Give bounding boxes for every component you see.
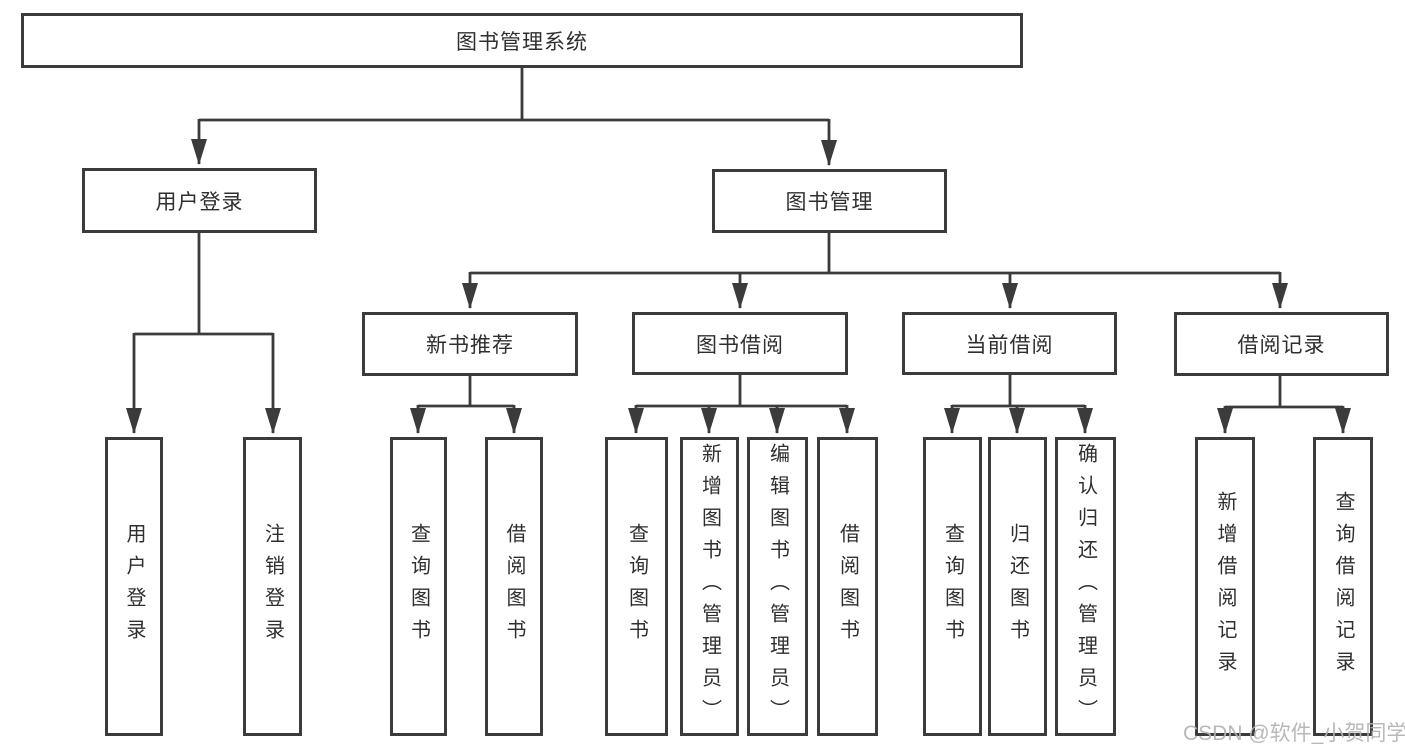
node-label: 借阅记录 <box>1237 334 1326 357</box>
leaf-label: 新增图书（管理员） <box>698 442 721 731</box>
leaf-query-books-borrow: 查询图书 <box>605 437 668 736</box>
node-borrow-record: 借阅记录 <box>1174 312 1389 376</box>
leaf-logout: 注销登录 <box>243 437 302 736</box>
node-root-library-system: 图书管理系统 <box>21 13 1023 68</box>
leaf-label: 借阅图书 <box>836 522 859 651</box>
leaf-label: 用户登录 <box>123 522 145 651</box>
leaf-add-borrow-record: 新增借阅记录 <box>1195 437 1255 736</box>
leaf-add-books-admin: 新增图书（管理员） <box>680 437 739 736</box>
node-book-management: 图书管理 <box>712 169 947 233</box>
leaf-label: 借阅图书 <box>503 522 525 651</box>
node-label: 图书借阅 <box>696 333 784 357</box>
node-label: 新书推荐 <box>426 334 514 357</box>
leaf-borrow-books-recommend: 借阅图书 <box>485 437 543 736</box>
leaf-label: 查询图书 <box>941 522 964 651</box>
leaf-label: 查询图书 <box>407 522 430 651</box>
leaf-label: 确认归还（管理员） <box>1074 442 1097 731</box>
leaf-edit-books-admin: 编辑图书（管理员） <box>747 437 808 736</box>
node-current-borrow: 当前借阅 <box>902 312 1117 375</box>
leaf-query-borrow-record: 查询借阅记录 <box>1313 437 1373 736</box>
node-user-login: 用户登录 <box>82 168 317 233</box>
node-label: 图书管理系统 <box>456 30 588 54</box>
node-label: 当前借阅 <box>965 333 1054 357</box>
leaf-borrow-books: 借阅图书 <box>817 437 878 736</box>
leaf-label: 查询图书 <box>625 522 648 651</box>
leaf-confirm-return-admin: 确认归还（管理员） <box>1055 437 1116 736</box>
leaf-query-books-recommend: 查询图书 <box>390 437 447 736</box>
node-label: 图书管理 <box>785 191 874 214</box>
leaf-label: 归还图书 <box>1006 522 1029 651</box>
node-book-borrow: 图书借阅 <box>632 312 848 375</box>
leaf-query-books-current: 查询图书 <box>923 437 982 736</box>
leaf-return-books: 归还图书 <box>988 437 1047 736</box>
node-label: 用户登录 <box>155 190 244 214</box>
leaf-label: 注销登录 <box>261 522 284 651</box>
leaf-label: 编辑图书（管理员） <box>766 442 789 731</box>
csdn-watermark: CSDN @软件_小贺同学 <box>1183 722 1405 745</box>
node-new-book-recommend: 新书推荐 <box>362 312 578 376</box>
leaf-label: 新增借阅记录 <box>1214 490 1236 683</box>
leaf-user-login: 用户登录 <box>105 437 163 736</box>
leaf-label: 查询借阅记录 <box>1332 490 1354 683</box>
